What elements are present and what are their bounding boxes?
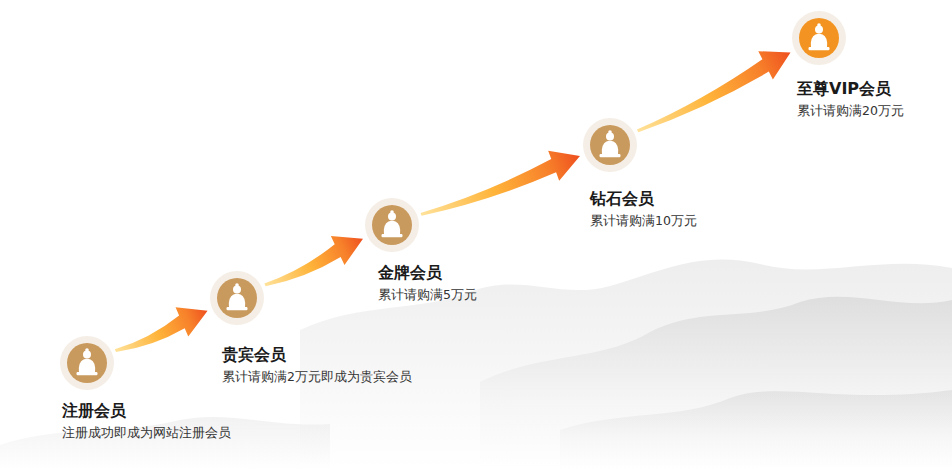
member-tier: 注册会员注册成功即成为网站注册会员 [56,333,235,445]
buddha-icon [59,335,115,391]
far-ridge [300,260,952,470]
member-tier: 至尊VIP会员累计请购满20万元 [790,8,908,123]
buddha-icon [582,117,638,173]
buddha-icon [364,197,420,253]
near-ridge [480,297,952,470]
left-mist [0,417,330,470]
tier-name: 金牌会员 [378,263,477,283]
growth-arrow [109,296,214,365]
member-tier: 钻石会员累计请购满10万元 [580,115,701,233]
member-tier: 贵宾会员累计请购满2万元即成为贵宾会员 [206,268,416,389]
tier-name: 钻石会员 [590,189,697,209]
tier-condition: 累计请购满2万元即成为贵宾会员 [222,369,412,385]
tier-texts: 至尊VIP会员累计请购满20万元 [797,79,904,119]
tier-texts: 钻石会员累计请购满10万元 [590,189,697,229]
tier-condition: 累计请购满10万元 [590,213,697,229]
buddha-icon [209,270,265,326]
tier-texts: 注册会员注册成功即成为网站注册会员 [62,401,231,441]
tier-name: 至尊VIP会员 [797,79,904,99]
tier-texts: 贵宾会员累计请购满2万元即成为贵宾会员 [222,345,412,385]
tier-condition: 注册成功即成为网站注册会员 [62,425,231,441]
tier-condition: 累计请购满5万元 [378,287,477,303]
growth-arrow [630,38,798,145]
tier-name: 注册会员 [62,401,231,421]
growth-arrow [258,224,370,299]
buddha-icon [791,10,847,66]
tier-name: 贵宾会员 [222,345,412,365]
tier-condition: 累计请购满20万元 [797,103,904,119]
low-ridge [560,390,952,470]
tier-texts: 金牌会员累计请购满5万元 [378,263,477,303]
member-tier: 金牌会员累计请购满5万元 [362,195,481,307]
growth-arrow [416,141,586,229]
